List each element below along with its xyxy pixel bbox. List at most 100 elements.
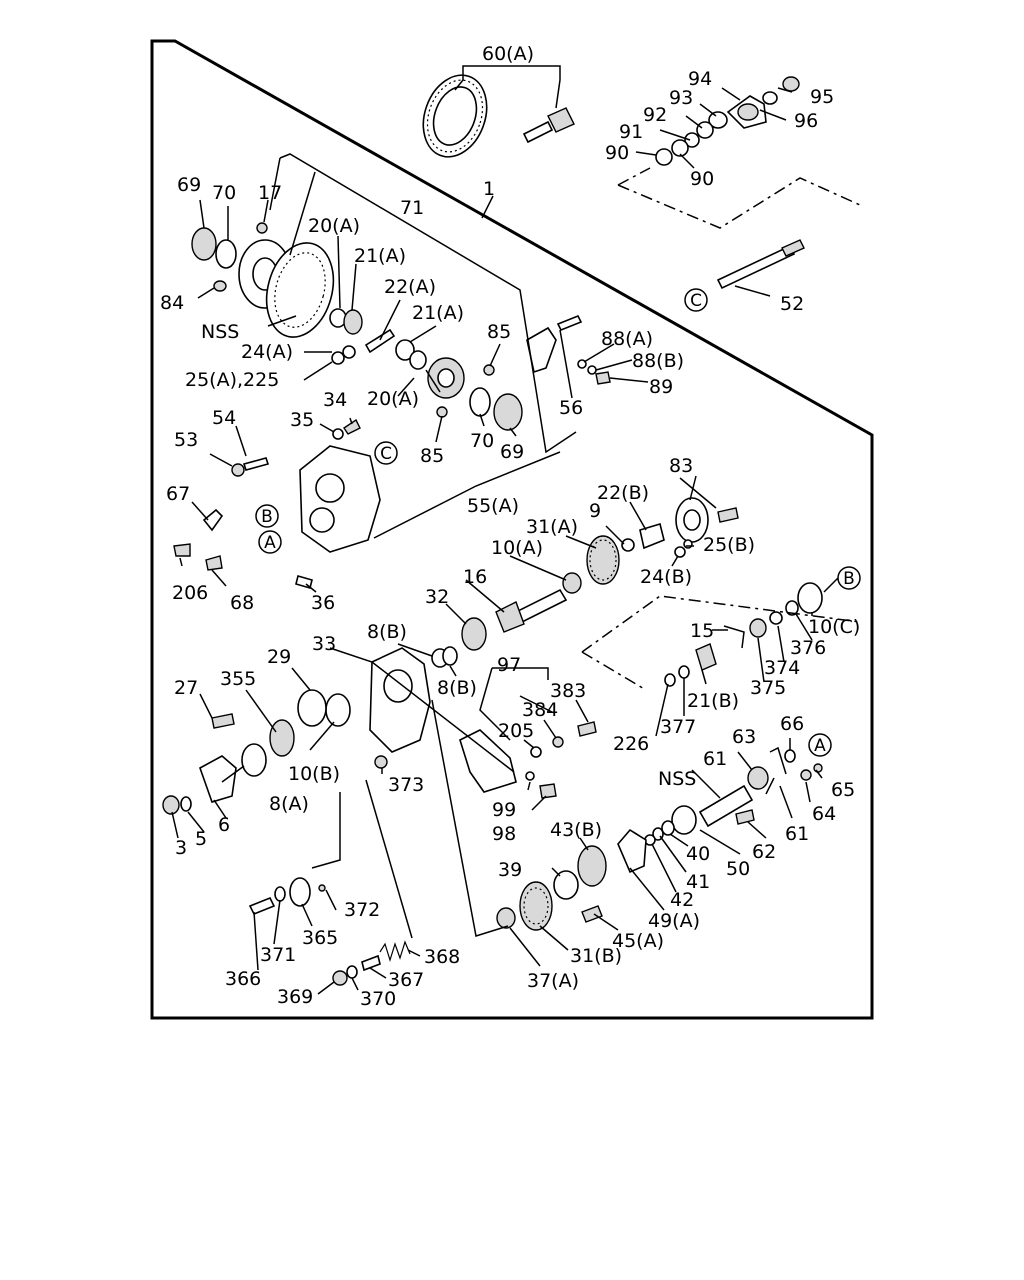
ring-377 bbox=[678, 665, 690, 679]
pinion-shaft-22b bbox=[639, 522, 665, 550]
label-62: 62 bbox=[752, 841, 776, 863]
label-67: 67 bbox=[166, 483, 190, 505]
nut-3 bbox=[162, 795, 180, 815]
spring-368 bbox=[379, 940, 411, 963]
bearing-10a bbox=[562, 572, 582, 594]
parts bbox=[162, 74, 823, 986]
svg-text:B: B bbox=[261, 507, 273, 527]
label-27: 27 bbox=[174, 677, 198, 699]
callout-a-right: A bbox=[808, 733, 832, 757]
label-24b: 24(B) bbox=[640, 566, 692, 588]
label-52: 52 bbox=[780, 293, 804, 315]
ring-8b-bottom bbox=[442, 646, 458, 666]
callout-b-right: B bbox=[837, 566, 861, 590]
bolt-98 bbox=[539, 783, 557, 799]
label-21a-mid: 21(A) bbox=[412, 302, 464, 324]
ring-gear-60a bbox=[422, 74, 488, 158]
label-37a: 37(A) bbox=[527, 970, 579, 992]
label-20a-mid: 20(A) bbox=[367, 388, 419, 410]
label-64: 64 bbox=[812, 803, 836, 825]
diagram-frame bbox=[150, 39, 874, 1020]
bearing-37a bbox=[496, 907, 516, 929]
ring-374 bbox=[769, 611, 783, 625]
leader-lines bbox=[171, 65, 861, 995]
clip-61-top bbox=[769, 746, 787, 775]
bolt-83 bbox=[717, 507, 739, 523]
race-70-left bbox=[215, 239, 237, 269]
label-68: 68 bbox=[230, 592, 254, 614]
bolt-85-bottom bbox=[436, 406, 448, 418]
gear-31b bbox=[519, 881, 553, 931]
label-65: 65 bbox=[831, 779, 855, 801]
label-383: 383 bbox=[550, 680, 586, 702]
bolt-206 bbox=[173, 543, 191, 557]
callout-a-left: A bbox=[258, 530, 282, 554]
plug-373 bbox=[374, 755, 388, 769]
label-21b: 21(B) bbox=[687, 690, 739, 712]
flange-6 bbox=[199, 755, 237, 803]
label-371: 371 bbox=[260, 944, 296, 966]
label-42: 42 bbox=[670, 889, 694, 911]
seal-10b bbox=[325, 693, 351, 727]
label-24a: 24(A) bbox=[241, 341, 293, 363]
label-22b: 22(B) bbox=[597, 482, 649, 504]
label-90-right: 90 bbox=[690, 168, 714, 190]
label-32: 32 bbox=[425, 586, 449, 608]
ring-376 bbox=[785, 600, 799, 616]
carrier-housing bbox=[299, 445, 381, 553]
pin-65 bbox=[813, 763, 823, 773]
seal-93 bbox=[708, 111, 728, 129]
label-97: 97 bbox=[497, 654, 521, 676]
washer-96 bbox=[762, 91, 778, 105]
label-56: 56 bbox=[559, 397, 583, 419]
label-96: 96 bbox=[794, 110, 818, 132]
ring-40 bbox=[661, 820, 675, 836]
callout-b-left: B bbox=[255, 504, 279, 528]
bearing-92 bbox=[696, 121, 714, 139]
ring-gear-nss bbox=[265, 242, 335, 338]
label-84: 84 bbox=[160, 292, 184, 314]
washer-25a bbox=[331, 351, 345, 365]
label-17: 17 bbox=[258, 182, 282, 204]
shaft-52 bbox=[716, 239, 805, 290]
label-93: 93 bbox=[669, 87, 693, 109]
callout-c-top: C bbox=[684, 288, 708, 312]
shaft-16 bbox=[495, 588, 568, 633]
plunger-367 bbox=[361, 954, 381, 972]
washer-25b bbox=[683, 539, 693, 549]
bearing-63 bbox=[747, 766, 769, 790]
bolt-62 bbox=[735, 809, 755, 825]
side-gear-center bbox=[427, 357, 465, 399]
label-1: 1 bbox=[483, 178, 495, 200]
label-88b: 88(B) bbox=[632, 350, 684, 372]
shim-90b bbox=[655, 148, 673, 166]
pinion-nss bbox=[698, 784, 754, 828]
washer-20a-2 bbox=[409, 350, 427, 370]
pinion-shaft-22a bbox=[364, 328, 396, 354]
label-8b-top: 8(B) bbox=[367, 621, 407, 643]
callouts: C C B A B A bbox=[255, 288, 861, 757]
pinion-60a bbox=[522, 107, 575, 144]
bolt-45a bbox=[581, 905, 603, 923]
shim-90a bbox=[671, 139, 689, 157]
label-nss-top: NSS bbox=[201, 321, 239, 343]
label-69-top: 69 bbox=[177, 174, 201, 196]
bolt-84 bbox=[213, 280, 227, 292]
side-gear-21a-2 bbox=[395, 339, 415, 361]
svg-text:C: C bbox=[380, 444, 392, 464]
gear-31a bbox=[586, 535, 620, 585]
label-55a: 55(A) bbox=[467, 495, 519, 517]
label-355: 355 bbox=[220, 668, 256, 690]
label-70-mid: 70 bbox=[470, 430, 494, 452]
label-25a-225: 25(A),225 bbox=[185, 369, 279, 391]
bolt-383 bbox=[577, 721, 597, 737]
label-90-left: 90 bbox=[605, 142, 629, 164]
label-35: 35 bbox=[290, 409, 314, 431]
label-60a: 60(A) bbox=[482, 43, 534, 65]
label-43b: 43(B) bbox=[550, 819, 602, 841]
label-69-mid: 69 bbox=[500, 441, 524, 463]
ring-9 bbox=[621, 538, 635, 552]
label-370: 370 bbox=[360, 988, 396, 1010]
stud-54 bbox=[242, 457, 270, 471]
